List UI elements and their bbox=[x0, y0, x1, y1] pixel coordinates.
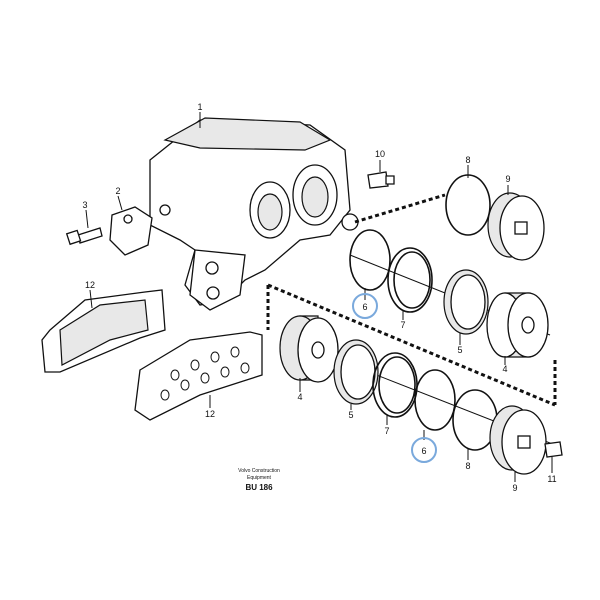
callout-7-top: 7 bbox=[400, 320, 405, 330]
cover-top-9 bbox=[487, 192, 545, 261]
callout-8-top: 8 bbox=[465, 155, 470, 165]
oring-bottom-6 bbox=[414, 369, 456, 431]
brake-pad-top bbox=[41, 289, 166, 373]
ring-top-7 bbox=[387, 247, 433, 313]
callout-12-bottom: 12 bbox=[205, 409, 215, 419]
oring-top-6 bbox=[349, 229, 391, 291]
callout-11: 11 bbox=[547, 474, 556, 484]
seal-top-8 bbox=[445, 174, 491, 236]
callout-12-top: 12 bbox=[85, 280, 95, 290]
callout-6-top: 6 bbox=[362, 302, 367, 312]
callout-4-bottom: 4 bbox=[297, 392, 302, 402]
callout-5-top: 5 bbox=[457, 345, 462, 355]
callout-6-bottom: 6 bbox=[421, 446, 426, 456]
caliper-body bbox=[149, 117, 359, 311]
callout-9-top: 9 bbox=[505, 174, 510, 184]
highlight-ring-top-6 bbox=[352, 293, 378, 319]
cover-bottom-9 bbox=[489, 405, 547, 475]
callout-3: 3 bbox=[82, 200, 87, 210]
bolt bbox=[65, 227, 103, 246]
brake-pad-bottom bbox=[134, 331, 263, 421]
caption-line1: Volvo Construction bbox=[238, 468, 280, 474]
callout-1: 1 bbox=[197, 102, 202, 112]
screw bbox=[544, 441, 563, 458]
piston-bottom-4 bbox=[279, 315, 339, 383]
callout-2: 2 bbox=[115, 186, 120, 196]
bracket bbox=[109, 206, 153, 256]
callout-7-bottom: 7 bbox=[384, 426, 389, 436]
callout-9-bottom: 9 bbox=[512, 483, 517, 493]
caption-code: BU 186 bbox=[245, 483, 273, 492]
bleeder-valve bbox=[367, 171, 395, 189]
highlight-ring-bottom-6 bbox=[411, 437, 437, 463]
piston-top-4 bbox=[486, 292, 549, 358]
callout-8-bottom: 8 bbox=[465, 461, 470, 471]
caption-line2: Equipment bbox=[247, 475, 272, 481]
callout-5-bottom: 5 bbox=[348, 410, 353, 420]
callout-4-top: 4 bbox=[502, 364, 507, 374]
callout-10: 10 bbox=[375, 149, 385, 159]
